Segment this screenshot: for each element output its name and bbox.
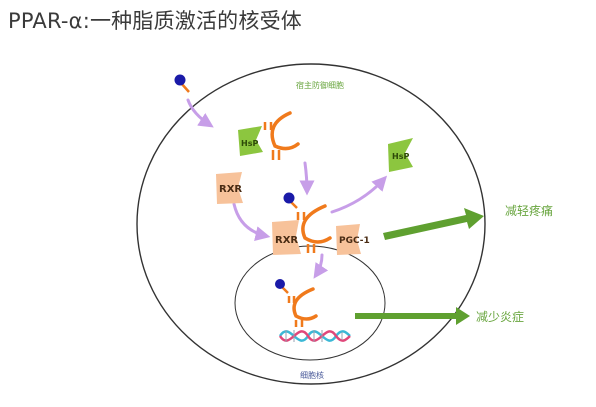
rxr-free-label: RXR bbox=[219, 184, 242, 195]
outcome-pain-label: 减轻疼痛 bbox=[505, 203, 553, 218]
outcome-inflammation-label: 减少炎症 bbox=[476, 309, 524, 324]
ppar-receptor-icon bbox=[263, 111, 300, 160]
hsp-released-label: HsP bbox=[392, 152, 409, 161]
process-arrow-rxr-join bbox=[232, 202, 271, 241]
hsp-released: HsP bbox=[388, 138, 413, 172]
receptor-complex: RXR PGC-1 bbox=[272, 192, 370, 255]
process-arrow-ligand-entry bbox=[186, 98, 214, 128]
pgc1-label: PGC-1 bbox=[339, 236, 370, 246]
rxr-complex-label: RXR bbox=[275, 235, 298, 246]
nuclear-receptor bbox=[275, 279, 318, 327]
nucleus-outline bbox=[234, 245, 386, 361]
outcome-arrow-inflammation bbox=[355, 307, 470, 325]
page-title: PPAR-α:一种脂质激活的核受体 bbox=[8, 9, 302, 33]
host-cell-outline bbox=[136, 63, 486, 385]
nucleus-label: 细胞核 bbox=[300, 370, 324, 380]
process-arrow-receptor-down bbox=[299, 161, 315, 196]
dna-helix-icon bbox=[278, 330, 351, 342]
host-cell-label: 宿主防御细胞 bbox=[296, 80, 344, 90]
hsp-bound-label: HsP bbox=[241, 139, 258, 148]
hsp-bound: HsP bbox=[238, 126, 263, 156]
ligand-icon bbox=[174, 74, 190, 93]
outcome-arrow-pain bbox=[383, 208, 484, 240]
process-arrow-nucleus-entry bbox=[313, 253, 329, 279]
rxr-free: RXR bbox=[216, 172, 243, 204]
process-arrow-hsp-release bbox=[330, 175, 388, 214]
